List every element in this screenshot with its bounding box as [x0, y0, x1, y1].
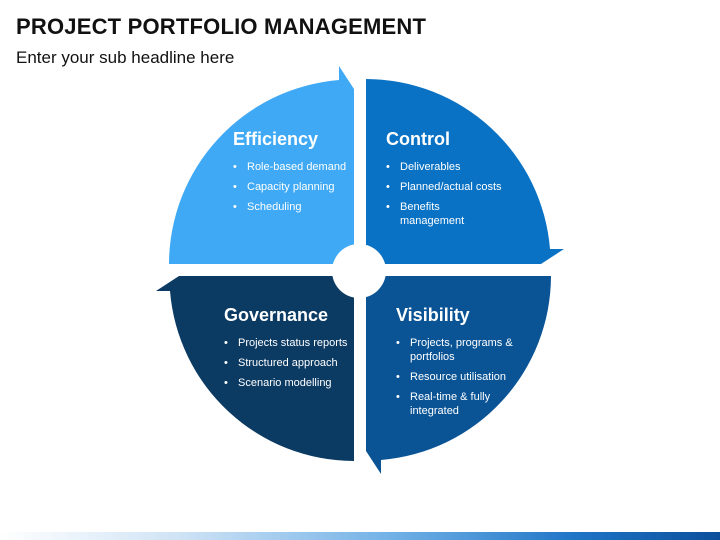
- quadrant-governance-title: Governance: [224, 305, 329, 325]
- quadrant-governance: Governance Projects status reports Struc…: [224, 305, 349, 396]
- quadrant-efficiency: Efficiency Role-based demand Capacity pl…: [233, 129, 348, 220]
- center-hub-circle: [332, 244, 386, 298]
- quadrant-visibility-title: Visibility: [396, 305, 470, 325]
- quadrant-control-list: Deliverables Planned/actual costs Benefi…: [386, 160, 506, 228]
- list-item: Real-time & fully integrated: [396, 390, 531, 418]
- list-item: Benefits management: [386, 200, 506, 228]
- list-item: Deliverables: [386, 160, 506, 174]
- quadrant-control-title: Control: [386, 129, 450, 149]
- list-item: Scenario modelling: [224, 376, 349, 390]
- list-item: Role-based demand: [233, 160, 348, 174]
- list-item: Structured approach: [224, 356, 349, 370]
- quadrant-efficiency-list: Role-based demand Capacity planning Sche…: [233, 160, 348, 214]
- page-title: PROJECT PORTFOLIO MANAGEMENT: [16, 14, 427, 39]
- footer-gradient-bar: [0, 532, 720, 540]
- list-item: Resource utilisation: [396, 370, 531, 384]
- list-item: Scheduling: [233, 200, 348, 214]
- list-item: Planned/actual costs: [386, 180, 506, 194]
- quadrant-control: Control Deliverables Planned/actual cost…: [386, 129, 506, 234]
- quadrant-visibility-list: Projects, programs & portfolios Resource…: [396, 336, 531, 418]
- quadrant-visibility: Visibility Projects, programs & portfoli…: [396, 305, 531, 424]
- list-item: Projects status reports: [224, 336, 349, 350]
- quadrant-efficiency-title: Efficiency: [233, 129, 319, 149]
- quadrant-governance-list: Projects status reports Structured appro…: [224, 336, 349, 390]
- list-item: Projects, programs & portfolios: [396, 336, 531, 364]
- list-item: Capacity planning: [233, 180, 348, 194]
- page-subtitle: Enter your sub headline here: [16, 48, 235, 67]
